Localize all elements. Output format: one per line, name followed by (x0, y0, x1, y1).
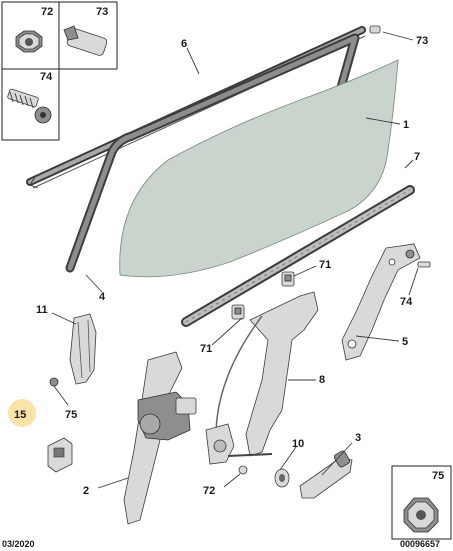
inset-box-73: 73 (58, 1, 118, 70)
part-1-door-glass (119, 59, 399, 278)
label-7: 7 (414, 151, 420, 163)
part-8-regulator-frame (205, 291, 319, 465)
label-73: 73 (416, 35, 428, 47)
label-74: 74 (400, 296, 413, 308)
part-15-switch (47, 437, 73, 473)
footer-date: 03/2020 (2, 539, 35, 549)
part-5-guide-bracket (341, 243, 421, 361)
label-10: 10 (292, 438, 304, 450)
label-3: 3 (355, 432, 361, 444)
label-4: 4 (99, 291, 106, 303)
label-6: 6 (181, 38, 187, 50)
part-2-regulator-motor (123, 351, 197, 525)
part-74-screw-right (417, 261, 431, 268)
part-71-clip-lower (231, 304, 245, 320)
label-11: 11 (36, 304, 48, 316)
label-73-inset: 73 (96, 6, 108, 18)
label-5: 5 (402, 336, 408, 348)
inset-box-72: 72 (1, 1, 60, 70)
label-15: 15 (14, 409, 26, 421)
part-71-clip-upper (281, 271, 295, 287)
label-75-inset: 75 (432, 470, 444, 482)
label-72: 72 (203, 485, 215, 497)
part-72-nut-lower (238, 465, 248, 475)
label-71-upper: 71 (319, 259, 331, 271)
highlight-15: 15 (8, 399, 36, 427)
label-1: 1 (403, 119, 409, 131)
part-7-belt-strip (181, 185, 415, 327)
inset-box-74: 74 (1, 68, 60, 141)
inset-box-75: 75 (391, 465, 452, 540)
label-2: 2 (83, 485, 89, 497)
label-75: 75 (65, 409, 77, 421)
label-71-lower: 71 (200, 343, 212, 355)
footer-ref: 00096657 (400, 539, 440, 549)
callout-labels: 6 73 1 7 4 71 74 11 5 71 8 75 10 3 2 72 (36, 35, 428, 497)
label-74-inset: 74 (40, 71, 53, 83)
leader-lines (51, 31, 419, 489)
label-72-inset: 72 (41, 6, 53, 18)
part-11-lower-guide (49, 313, 97, 387)
part-10-washer (274, 468, 290, 488)
part-3-winder-handle (299, 450, 353, 499)
part-73-screw-top (369, 25, 381, 34)
label-8: 8 (319, 374, 325, 386)
